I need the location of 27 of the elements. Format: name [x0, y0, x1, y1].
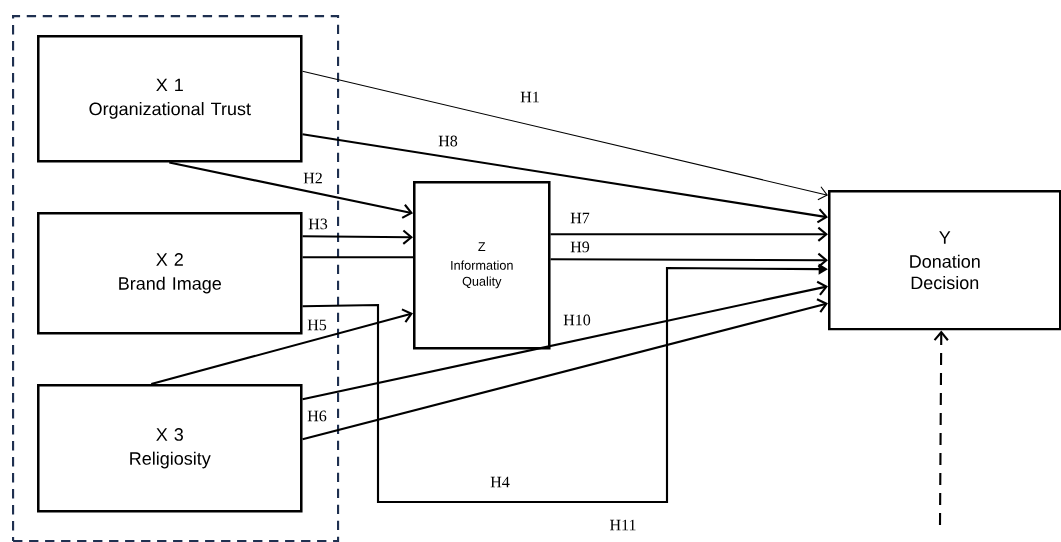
- arrow: [169, 161, 413, 219]
- arrow: [302, 280, 828, 401]
- edge-label: H4: [488, 475, 512, 489]
- edge-label: H7: [568, 211, 592, 225]
- variable-box: X 1 Organizational Trust: [37, 35, 303, 163]
- variable-box: X 3 Religiosity: [37, 384, 303, 513]
- edge-label: H3: [306, 217, 330, 231]
- arrow: [933, 330, 949, 525]
- edge-label: H1: [518, 90, 542, 104]
- edge-label: H8: [436, 134, 460, 148]
- arrow: [550, 226, 828, 242]
- variable-box: Y Donation Decision: [828, 190, 1061, 331]
- arrow: [302, 70, 828, 201]
- edge-label: H10: [561, 313, 593, 327]
- arrow: [302, 133, 828, 224]
- arrow: [550, 252, 828, 268]
- variable-box: X 2 Brand Image: [37, 212, 303, 335]
- arrow: [302, 298, 828, 441]
- edge-label: H6: [305, 409, 329, 423]
- edge-label: H9: [568, 240, 592, 254]
- arrow: [151, 308, 413, 385]
- group-box: [12, 15, 340, 542]
- path-label: H11: [610, 519, 636, 531]
- arrow: [302, 229, 413, 245]
- variable-box: Z Information Quality: [413, 181, 551, 350]
- edge-label: H5: [305, 318, 329, 332]
- edge-label: H2: [301, 171, 325, 185]
